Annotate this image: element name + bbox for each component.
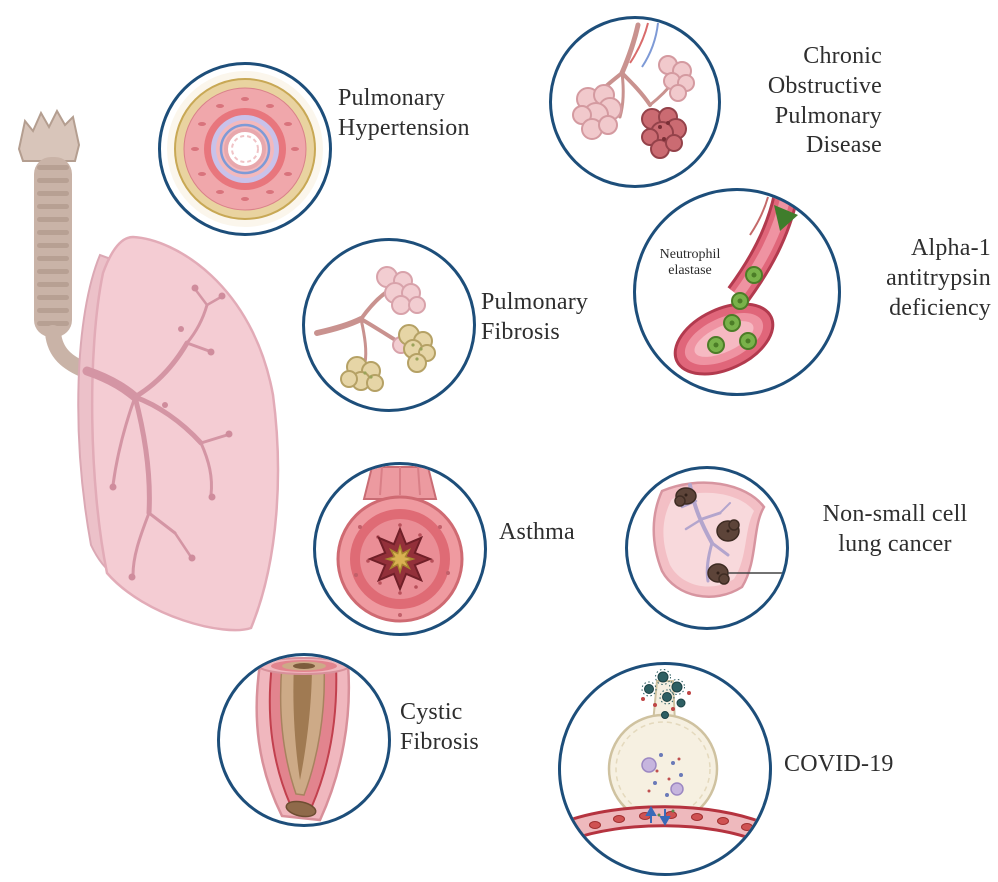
lung-body [90,235,280,632]
asthma-circle [313,462,487,636]
cystic-fibrosis-circle [217,653,391,827]
asthma-label: Asthma [499,519,575,545]
cystic-fibrosis-label: Cystic Fibrosis [400,699,479,755]
fibrotic-alveoli-illustration [314,266,436,392]
larynx-shape [17,108,81,162]
blood-vessel-neutrophils-illustration [673,192,799,376]
covid-19-label: COVID-19 [784,751,894,777]
pulmonary-hypertension-label: Pulmonary Hypertension [338,85,470,141]
trachea-cartilage-rings [37,165,69,326]
gas-exchange-arrows-icon [645,805,671,827]
infected-alveolus-illustration [563,669,768,844]
lungs-trachea-illustration [17,108,280,632]
neutrophil-elastase-label: Neutrophil elastase [659,247,721,279]
bronchial-tree [82,287,229,577]
alpha-1-antitrypsin-label: Alpha-1 antitrypsin deficiency [886,235,991,321]
nsclc-label: Non-small cell lung cancer [822,501,968,557]
lung-tumor-illustration [652,481,784,598]
alpha-1-antitrypsin-circle: Neutrophil elastase [633,188,841,396]
bronchial-tips [109,284,233,581]
damaged-alveoli-illustration [572,22,695,159]
copd-label: Chronic Obstructive Pulmonary Disease [767,43,882,159]
mucus-airway-illustration [255,657,351,822]
pulmonary-fibrosis-circle [302,238,476,412]
artery-cross-section-illustration [167,71,323,227]
covid-19-circle [558,662,772,876]
nsclc-circle [625,466,789,630]
constricted-airway-illustration [336,466,464,623]
green-arrow-icon [774,205,798,231]
pulmonary-hypertension-circle [158,62,332,236]
pulmonary-fibrosis-label: Pulmonary Fibrosis [481,289,589,345]
copd-circle [549,16,721,188]
virus-particles-icon [644,671,686,719]
